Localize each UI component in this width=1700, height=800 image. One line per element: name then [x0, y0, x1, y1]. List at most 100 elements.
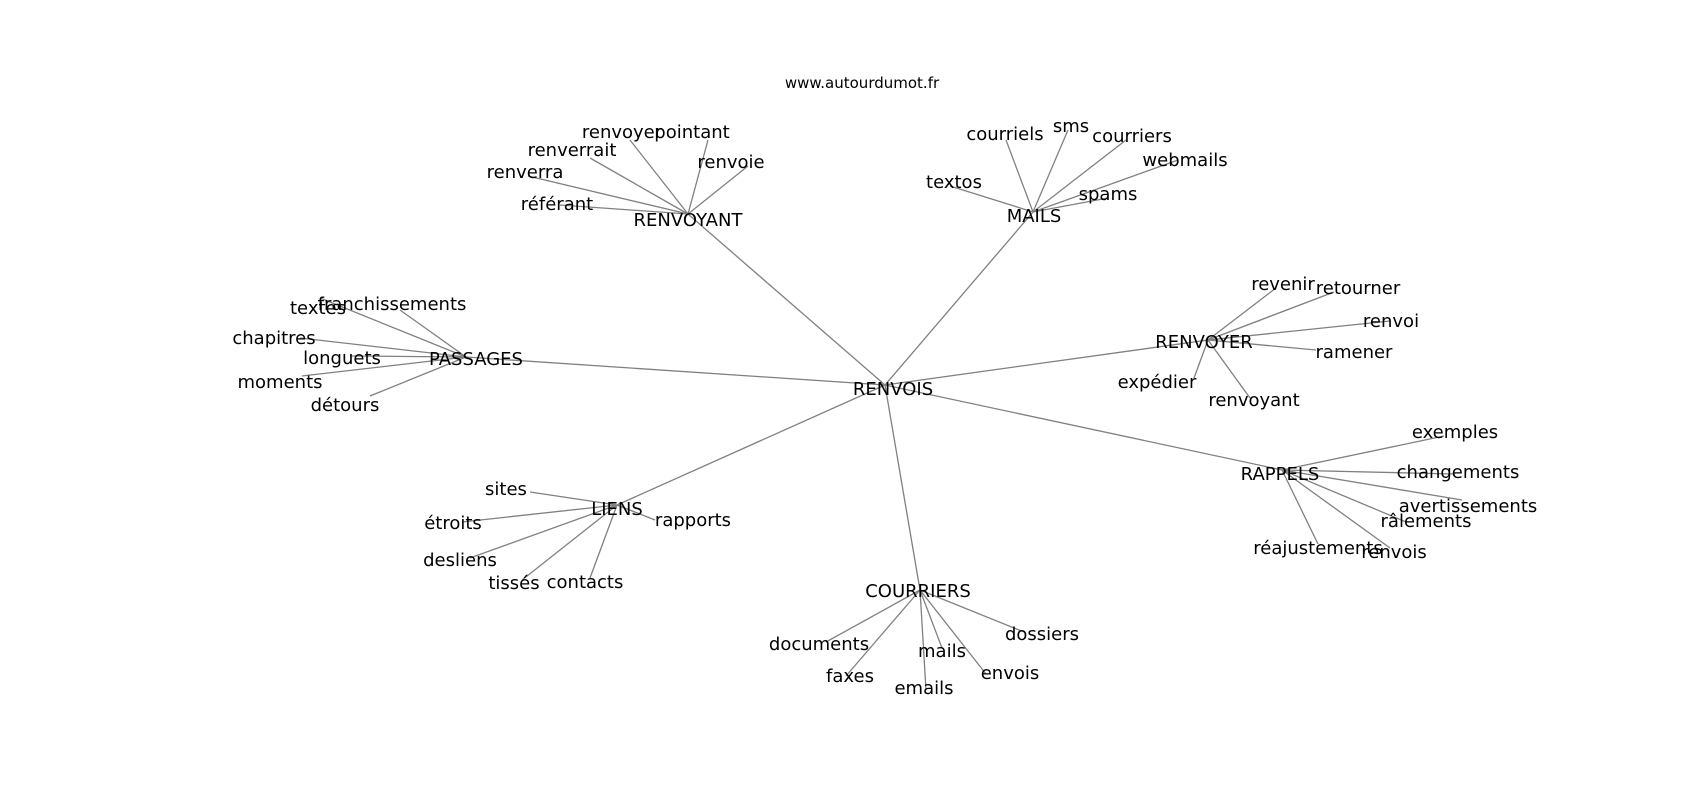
leaf-node-label: textes — [290, 298, 346, 319]
leaf-node-label: retourner — [1316, 278, 1401, 299]
leaf-node-label: contacts — [547, 572, 624, 593]
leaf-node-label: ramener — [1316, 342, 1394, 363]
leaf-edge — [919, 589, 943, 649]
leaf-node-label: webmails — [1142, 150, 1227, 171]
leaf-edge — [1281, 469, 1391, 549]
leaf-edge — [616, 504, 656, 521]
hub-node-label: PASSAGES — [429, 349, 523, 370]
center-edge — [884, 384, 921, 591]
leaf-node-label: renvoi — [1363, 311, 1419, 332]
leaf-node-label: réajustements — [1253, 538, 1382, 559]
hub-node-label: RAPPELS — [1241, 464, 1320, 485]
leaf-edge — [825, 589, 921, 643]
leaf-node-label: chapitres — [232, 328, 315, 349]
leaf-edge — [1281, 435, 1445, 471]
leaf-node-label: envois — [981, 663, 1040, 684]
center-edge — [884, 339, 1209, 386]
leaf-edge — [845, 589, 921, 677]
leaf-edge — [919, 589, 927, 691]
leaf-node-label: renvoyant — [1208, 390, 1299, 411]
center-edge — [884, 211, 1034, 386]
leaf-node-label: moments — [238, 372, 323, 393]
leaf-edge — [687, 165, 749, 215]
leaf-node-label: référant — [521, 194, 593, 215]
leaf-node-label: exemples — [1412, 422, 1498, 443]
leaf-node-label: documents — [769, 634, 869, 655]
leaf-edge — [1207, 339, 1317, 351]
leaf-edge — [589, 157, 689, 215]
leaf-node-label: desliens — [423, 550, 497, 571]
leaf-edge — [399, 309, 467, 358]
leaf-edge — [529, 491, 618, 506]
leaf-node-label: renverrait — [528, 140, 617, 161]
leaf-node-label: dossiers — [1005, 624, 1079, 645]
leaf-edge — [687, 139, 709, 215]
leaf-edge — [1281, 469, 1407, 523]
leaf-node-label: renvoyer — [582, 122, 663, 143]
leaf-edge — [1032, 129, 1069, 213]
leaf-node-label: tissés — [488, 573, 539, 594]
leaf-node-label: faxes — [826, 666, 874, 687]
leaf-edge — [1032, 139, 1127, 213]
leaf-edge — [461, 504, 618, 523]
leaf-edge — [1005, 139, 1034, 213]
leaf-node-label: renvoie — [697, 152, 764, 173]
leaf-node-label: franchissements — [318, 294, 467, 315]
leaf-edge — [1207, 339, 1251, 399]
leaf-node-label: renverra — [487, 162, 564, 183]
leaf-node-label: sites — [485, 479, 527, 500]
hub-node-label: RENVOYER — [1155, 332, 1252, 353]
leaf-node-label: détours — [311, 395, 380, 416]
center-edge — [465, 356, 886, 386]
leaf-node-label: revenir — [1251, 274, 1315, 295]
leaf-node-label: étroits — [424, 513, 482, 534]
leaf-edge — [521, 504, 618, 581]
leaf-edge — [949, 185, 1034, 213]
hub-node-label: RENVOYANT — [634, 210, 744, 231]
center-node-label: RENVOIS — [853, 379, 933, 400]
leaf-edge — [1281, 469, 1319, 545]
leaf-edge — [1193, 339, 1209, 379]
hub-node-label: COURRIERS — [865, 581, 971, 602]
leaf-edge — [1281, 469, 1455, 475]
leaf-edge — [469, 504, 618, 559]
leaf-node-label: mails — [918, 641, 966, 662]
source-url: www.autourdumot.fr — [785, 74, 940, 92]
leaf-edge — [1281, 469, 1463, 501]
leaf-node-label: renvois — [1361, 542, 1427, 563]
leaf-edge — [589, 504, 618, 579]
hub-node-label: LIENS — [591, 499, 643, 520]
leaf-node-label: courriers — [1092, 126, 1172, 147]
leaf-node-label: sms — [1053, 116, 1089, 137]
leaf-node-label: expédier — [1118, 372, 1197, 393]
leaf-edge — [1207, 287, 1277, 341]
leaf-node-label: longuets — [303, 348, 381, 369]
leaf-node-label: changements — [1397, 462, 1520, 483]
leaf-edge — [349, 355, 467, 358]
hub-node-label: MAILS — [1007, 206, 1062, 227]
leaf-node-label: spams — [1079, 184, 1138, 205]
leaf-edge — [319, 297, 467, 358]
leaf-edge — [301, 356, 467, 377]
leaf-edge — [1207, 291, 1335, 341]
leaf-node-label: avertissements — [1399, 496, 1538, 517]
leaf-edge — [527, 175, 689, 215]
leaf-edge — [919, 589, 1025, 633]
leaf-node-label: textos — [926, 172, 982, 193]
leaf-edge — [1032, 197, 1109, 213]
leaf-node-label: râlements — [1381, 511, 1472, 532]
leaf-edge — [369, 356, 467, 397]
leaf-edge — [629, 139, 689, 215]
center-edge — [687, 213, 886, 386]
leaf-edge — [299, 337, 467, 358]
graph-edges — [299, 129, 1463, 691]
leaf-edge — [559, 204, 689, 215]
leaf-node-label: emails — [894, 678, 953, 699]
leaf-node-label: rapports — [655, 510, 731, 531]
leaf-node-label: courriels — [966, 124, 1043, 145]
leaf-node-label: pointant — [654, 122, 729, 143]
leaf-edge — [1032, 159, 1179, 213]
leaf-edge — [919, 589, 987, 675]
